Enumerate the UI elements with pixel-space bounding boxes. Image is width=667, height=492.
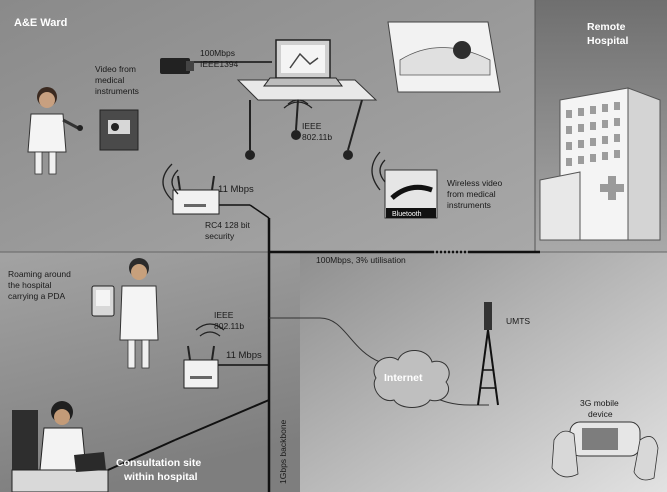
utilisation-label: 100Mbps, 3% utilisation: [316, 255, 406, 265]
ae-ward-title: A&E Ward: [14, 17, 67, 29]
internet-label: Internet: [384, 372, 423, 384]
network-links: [107, 61, 540, 492]
hospital-building-icon: [539, 87, 661, 241]
consulting-doctor-figure: [11, 401, 109, 492]
bluetooth-probe-icon: Bluetooth: [384, 169, 438, 219]
pda-doctor-figure: [119, 258, 159, 369]
consultation-title: Consultation site within hospital: [116, 457, 204, 483]
umts-antenna: [484, 302, 492, 330]
ap-mid-wifi-icon: [195, 323, 225, 337]
access-point-top: [172, 175, 220, 215]
ap-top-wifi-icon: [162, 163, 179, 201]
mobile-3g-label: 3G mobile device: [580, 398, 621, 419]
roaming-label: Roaming around the hospital carrying a P…: [8, 269, 73, 301]
laptop-wifi-icon: [283, 99, 313, 109]
video-camera-icon: [160, 58, 194, 74]
pda-icon: [91, 285, 115, 317]
ieee80211b-top-label: IEEE 802.11b: [302, 121, 332, 142]
access-point-mid: [183, 345, 219, 389]
consult-link: [107, 439, 176, 471]
hospital-windows: [566, 102, 620, 166]
ieee1394-label: 100Mbps IEEE1394: [200, 48, 239, 69]
medical-camera-icon: [99, 109, 139, 151]
internet-cloud-icon: [373, 350, 450, 408]
doctor-figure: [27, 87, 83, 175]
bluetooth-wifi-icon: [371, 151, 386, 191]
bluetooth-label: Bluetooth: [392, 211, 422, 218]
remote-hospital-title: Remote Hospital: [587, 21, 629, 47]
rc4-label: RC4 128 bit security: [205, 220, 252, 241]
patient-bed: [387, 21, 501, 93]
backbone-label: 1Gbps backbone: [278, 419, 288, 484]
umts-label: UMTS: [506, 316, 530, 326]
mbps-mid-label: 11 Mbps: [226, 350, 262, 361]
mobile-device-icon: [551, 421, 659, 481]
wireless-video-label: Wireless video from medical instruments: [447, 178, 505, 210]
umts-tower-icon: [477, 329, 499, 406]
laptop-icon: [263, 39, 343, 87]
mbps-top-label: 11 Mbps: [218, 184, 254, 195]
ieee80211b-mid-label: IEEE 802.11b: [214, 310, 244, 331]
video-medical-label: Video from medical instruments: [95, 64, 139, 96]
